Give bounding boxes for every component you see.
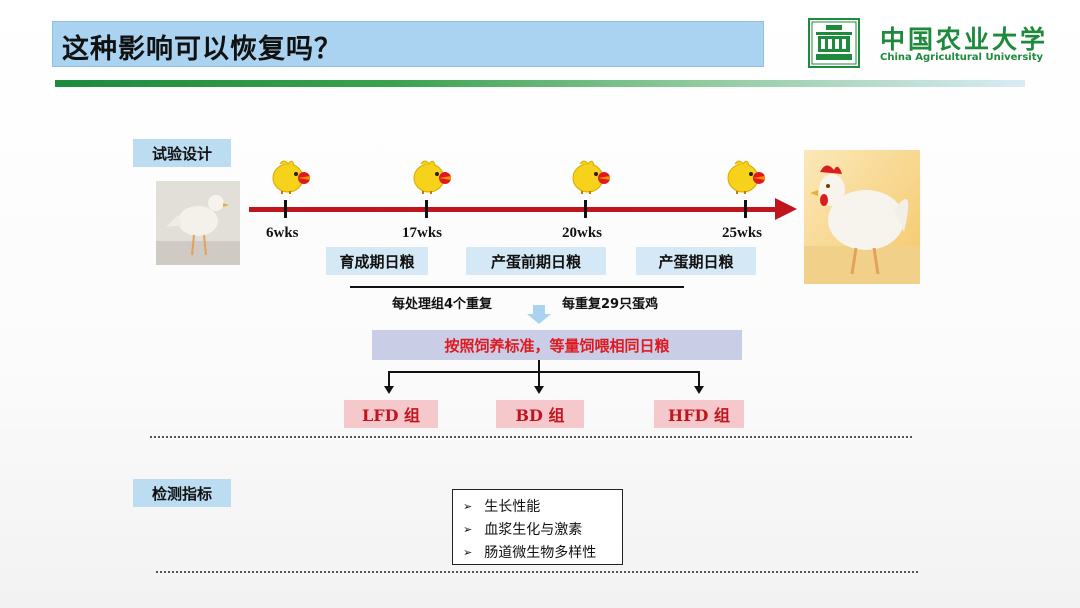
header-divider — [55, 80, 1025, 87]
indicators-list: ➢ 生长性能 ➢ 血浆生化与激素 ➢ 肠道微生物多样性 — [452, 489, 623, 565]
chick-icon — [725, 158, 767, 194]
design-label: 试验设计 — [133, 139, 231, 167]
logo-english-name: China Agricultural University — [880, 52, 1044, 63]
down-arrow-icon — [525, 305, 553, 325]
arrowhead-down-icon — [694, 386, 704, 394]
list-item: ➢ 血浆生化与激素 — [463, 519, 582, 539]
chick-icon — [570, 158, 612, 194]
indicators-label: 检测指标 — [133, 479, 231, 507]
indicator-plasma: 血浆生化与激素 — [484, 522, 583, 538]
stage-grower-diet: 育成期日粮 — [326, 247, 428, 275]
arrowhead-right-icon: ➢ — [463, 545, 473, 559]
timeline-line — [249, 207, 777, 212]
branch-middle — [538, 371, 540, 389]
week-label-17: 17wks — [402, 225, 443, 241]
branch-stem — [538, 360, 540, 372]
arrowhead-down-icon — [384, 386, 394, 394]
tick-25wks — [744, 200, 747, 218]
stage-prelay-diet: 产蛋前期日粮 — [466, 247, 606, 275]
week-label-6: 6wks — [266, 225, 299, 241]
chick-icon — [411, 158, 453, 194]
arrowhead-right-icon: ➢ — [463, 522, 473, 536]
list-item: ➢ 生长性能 — [463, 496, 540, 516]
feeding-protocol: 按照饲养标准，等量饲喂相同日粮 — [372, 330, 742, 360]
group-bd: BD 组 — [496, 400, 584, 428]
title-banner — [52, 21, 764, 67]
hens-per-replicate-note: 每重复29只蛋鸡 — [562, 297, 659, 312]
young-chicken-photo — [156, 181, 240, 265]
tick-17wks — [425, 200, 428, 218]
replicate-note: 每处理组4个重复 — [392, 297, 493, 312]
indicator-growth: 生长性能 — [484, 499, 541, 515]
logo-chinese-name: 中国农业大学 — [880, 25, 1049, 54]
group-bracket-line — [350, 286, 684, 288]
week-label-20: 20wks — [562, 225, 603, 241]
bottom-divider — [156, 571, 918, 573]
stage-laying-diet: 产蛋期日粮 — [636, 247, 756, 275]
group-hfd: HFD 组 — [654, 400, 744, 428]
section-divider — [150, 436, 912, 438]
group-lfd: LFD 组 — [344, 400, 438, 428]
chick-icon — [270, 158, 312, 194]
branch-connector — [388, 371, 700, 373]
list-item: ➢ 肠道微生物多样性 — [463, 542, 596, 562]
week-label-25: 25wks — [722, 225, 763, 241]
laying-hen-photo — [804, 150, 920, 284]
indicator-microbiota: 肠道微生物多样性 — [484, 545, 597, 561]
branch-left — [388, 371, 390, 389]
tick-6wks — [284, 200, 287, 218]
page-title: 这种影响可以恢复吗？ — [62, 34, 342, 65]
timeline-arrowhead-icon — [775, 198, 797, 220]
arrowhead-down-icon — [534, 386, 544, 394]
university-seal-icon — [808, 18, 860, 68]
branch-right — [698, 371, 700, 389]
tick-20wks — [584, 200, 587, 218]
arrowhead-right-icon: ➢ — [463, 499, 473, 513]
